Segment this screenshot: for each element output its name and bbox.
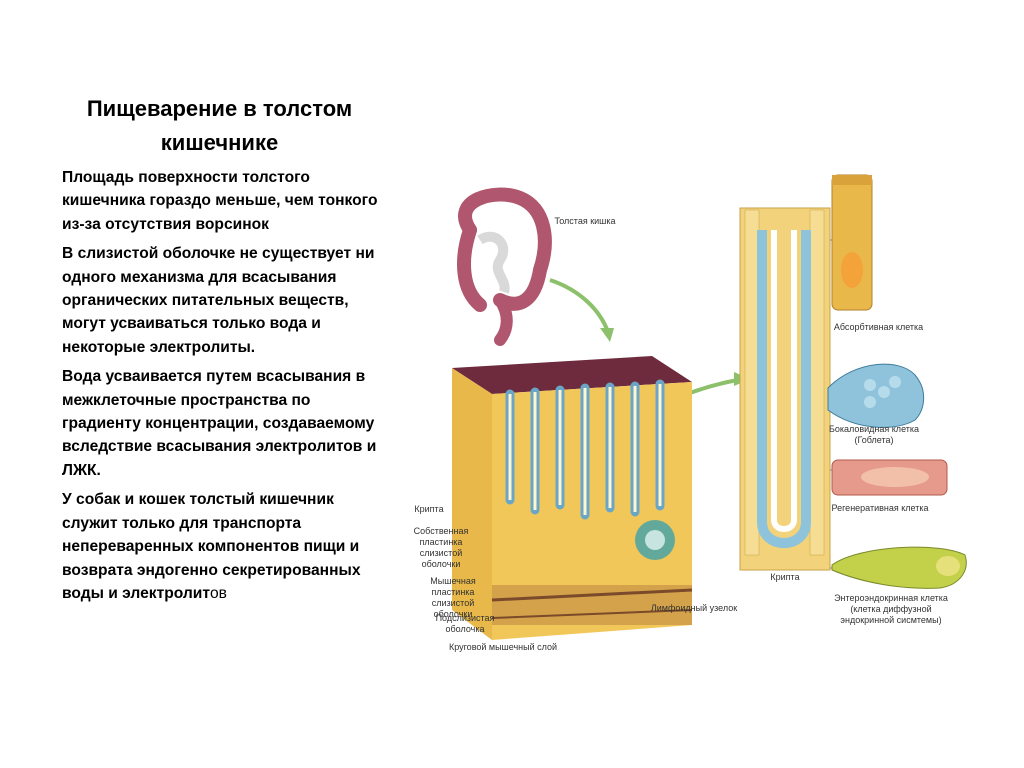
label-submucosa: Подслизистая оболочка: [435, 613, 495, 634]
label-muscularis-mucosae: Мышечная пластинка слизистой оболочки: [430, 576, 476, 619]
goblet-cell-drawing: [827, 363, 925, 428]
tissue-block: [452, 356, 693, 640]
label-lymph-node: Лимфоидный узелок: [650, 603, 738, 613]
label-colon: Толстая кишка: [554, 216, 616, 226]
paragraph-2: В слизистой оболочке не существует ни од…: [62, 245, 375, 356]
label-circular-muscle: Круговой мышечный слой: [448, 642, 558, 652]
label-goblet-cell: Бокаловидная клетка (Гоблета): [828, 424, 920, 445]
absorptive-cell-drawing: [831, 174, 873, 311]
figure-drawing: [452, 174, 967, 640]
label-crypt-right: Крипта: [770, 572, 800, 582]
enteroendocrine-cell-drawing: [831, 546, 967, 589]
label-absorptive-cell: Абсорбтивная клетка: [833, 322, 924, 332]
paragraph-4: У собак и кошек толстый кишечник служит …: [62, 488, 387, 605]
regenerative-cell-drawing: [831, 459, 948, 496]
colon-histology-figure: Толстая кишка Крипта Собственная пластин…: [400, 170, 1000, 670]
arrow-colon-to-block: [549, 278, 610, 333]
label-lamina-propria: Собственная пластинка слизистой оболочки: [413, 526, 469, 569]
slide-title: Пищеварение в толстом кишечнике: [86, 96, 353, 155]
paragraph-4-main: У собак и кошек толстый кишечник служит …: [62, 491, 361, 602]
label-enteroendocrine-cell: Энтероэндокринная клетка (клетка диффузн…: [834, 593, 948, 625]
paragraph-4-tail: ов: [210, 584, 227, 602]
paragraph-1: Площадь поверхности толстого кишечника г…: [62, 169, 378, 233]
crypt-detail: [739, 207, 831, 571]
paragraph-3: Вода усваивается путем всасывания в межк…: [62, 368, 377, 479]
label-regenerative-cell: Регенеративная клетка: [831, 503, 929, 513]
colon-illustration: [457, 187, 552, 346]
label-crypt-left: Крипта: [414, 504, 444, 514]
slide-body: Площадь поверхности толстого кишечника г…: [62, 166, 387, 611]
